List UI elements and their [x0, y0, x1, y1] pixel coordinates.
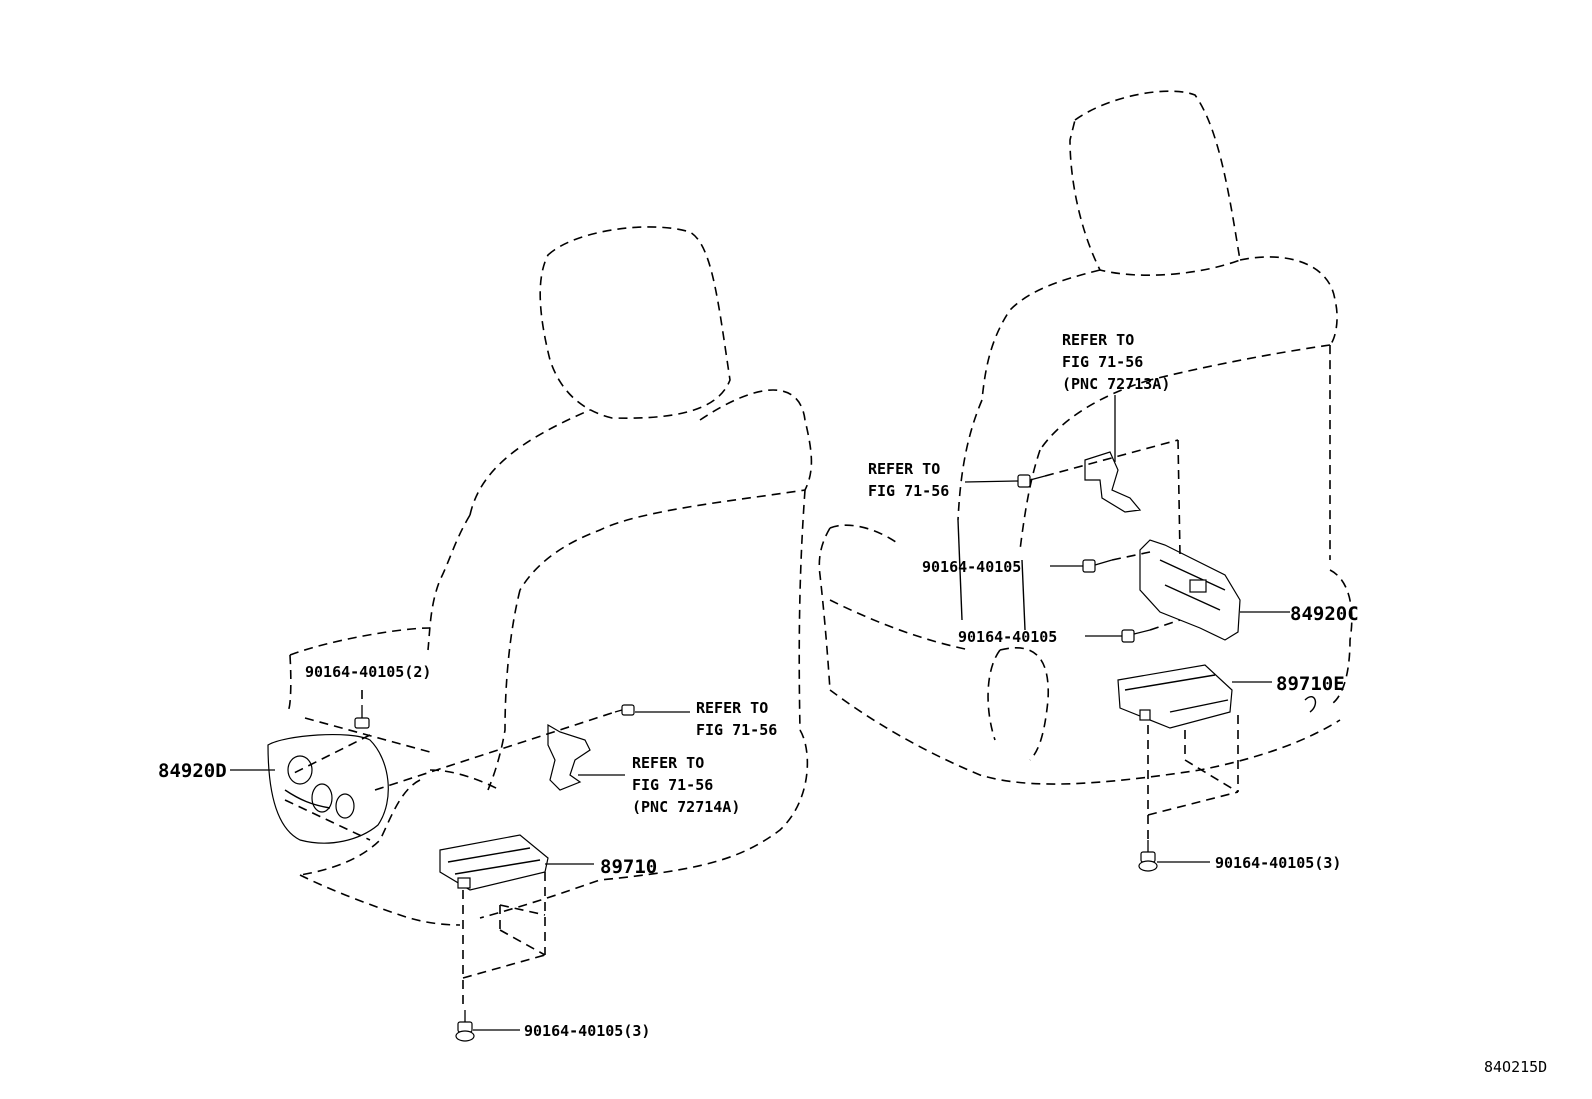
left-seat-outline: [287, 226, 813, 926]
left-refer-bolt-label-line1: REFER TO: [696, 699, 768, 717]
right-switch-label: 84920C: [1290, 603, 1359, 625]
right-bolt-lower-part: [1121, 629, 1151, 643]
right-refer-bracket-label-line3: (PNC 72713A): [1062, 375, 1170, 393]
left-bolt-top-part: [354, 705, 370, 729]
left-switch-label: 84920D: [158, 760, 227, 782]
right-ecu-part: [1117, 664, 1233, 729]
left-refer-bolt-part: [614, 704, 635, 716]
right-bolt-upper-label: 90164-40105: [922, 558, 1021, 576]
left-ecu-label: 89710: [600, 856, 657, 878]
right-refer-bracket-label-line1: REFER TO: [1062, 331, 1134, 349]
right-leader-lines: [957, 395, 1290, 863]
left-refer-bracket-label-line1: REFER TO: [632, 754, 704, 772]
right-bracket-part: [1084, 451, 1142, 513]
left-refer-bracket-label-line2: FIG 71-56: [632, 776, 713, 794]
left-ecu-part: [439, 834, 549, 891]
left-refer-bracket-label-line3: (PNC 72714A): [632, 798, 740, 816]
left-leader-lines: [230, 711, 690, 1031]
right-refer-bracket-label-line2: FIG 71-56: [1062, 353, 1143, 371]
right-seat-outline: [818, 90, 1353, 785]
left-bolt-top-label: 90164-40105(2): [305, 663, 431, 681]
left-bolt-bottom-part: [455, 1010, 475, 1042]
right-bolt-lower-label: 90164-40105: [958, 628, 1057, 646]
right-bolt-upper-part: [1082, 559, 1113, 573]
right-guide-lines: [1044, 439, 1239, 840]
right-bolt-bottom-part: [1138, 840, 1158, 872]
right-ecu-label: 89710E: [1276, 673, 1345, 695]
left-bolt-bottom-label: 90164-40105(3): [524, 1022, 650, 1040]
left-switch-part: [267, 733, 389, 844]
right-refer-bolt-label-line1: REFER TO: [868, 460, 940, 478]
right-refer-bolt-label-line2: FIG 71-56: [868, 482, 949, 500]
left-bracket-part: [547, 723, 591, 791]
left-guide-lines: [284, 690, 616, 1010]
left-refer-bolt-label-line2: FIG 71-56: [696, 721, 777, 739]
diagram-code: 84O215D: [1484, 1058, 1547, 1076]
right-bolt-bottom-label: 90164-40105(3): [1215, 854, 1341, 872]
right-switch-part: [1139, 539, 1241, 641]
